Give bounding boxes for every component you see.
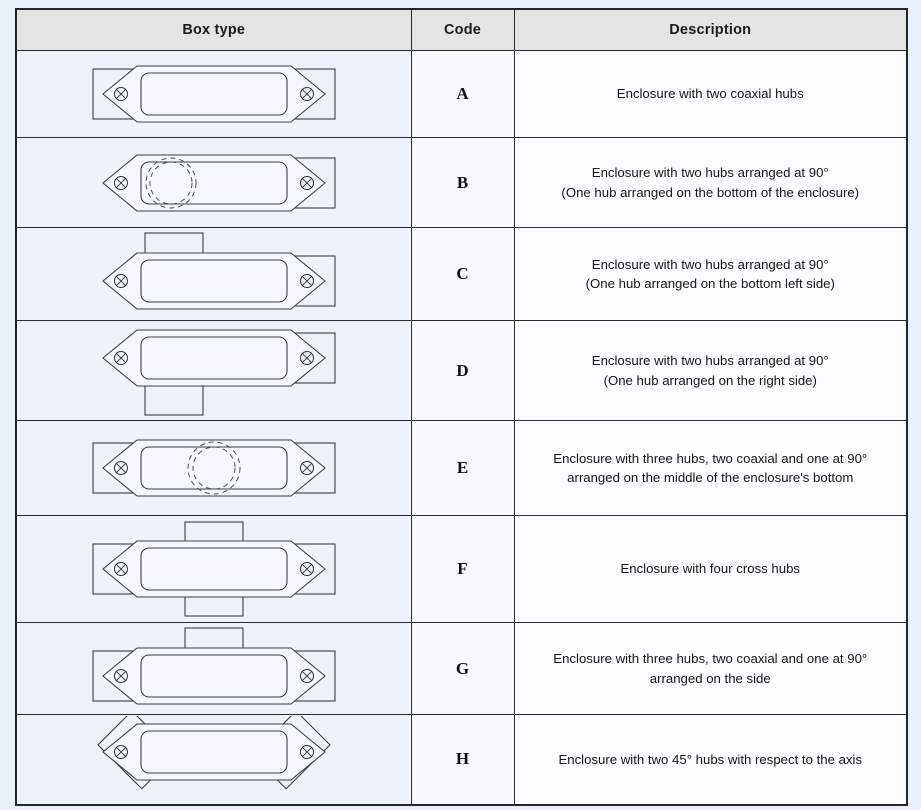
description-line: arranged on the side <box>649 670 771 686</box>
description-cell: Enclosure with two 45° hubs with respect… <box>513 714 908 805</box>
box-drawing-cell-b <box>15 137 412 228</box>
description-line: Enclosure with two hubs arranged at 90° <box>591 353 829 369</box>
table-row: F Enclosure with four cross hubs <box>15 515 908 623</box>
table-header: Box type Code Description <box>15 8 908 51</box>
description-cell: Enclosure with two hubs arranged at 90° … <box>513 137 908 228</box>
description-line: Enclosure with two hubs arranged at 90° <box>591 256 829 272</box>
box-type-specification-table: Box type Code Description <box>15 8 908 806</box>
table-row: H Enclosure with two 45° hubs with respe… <box>15 714 908 805</box>
description-line: Enclosure with two coaxial hubs <box>616 86 804 102</box>
box-drawing-cell-f <box>15 515 412 623</box>
table-row: A Enclosure with two coaxial hubs <box>15 50 908 138</box>
description-cell: Enclosure with three hubs, two coaxial a… <box>513 420 908 516</box>
table-row: E Enclosure with three hubs, two coaxial… <box>15 420 908 516</box>
enclosure-three-hubs-center-dashed-icon <box>17 421 411 515</box>
description-line: Enclosure with four cross hubs <box>620 561 801 577</box>
enclosure-hub-bottom-left-solid-icon <box>17 321 411 420</box>
box-drawing-cell-a <box>15 50 412 138</box>
code-cell: C <box>410 227 515 321</box>
description-cell: Enclosure with four cross hubs <box>513 515 908 623</box>
box-drawing-cell-h <box>15 714 412 805</box>
table-body: A Enclosure with two coaxial hubs <box>15 50 908 805</box>
box-drawing-cell-e <box>15 420 412 516</box>
column-header-description: Description <box>513 8 908 51</box>
column-header-code: Code <box>410 8 515 51</box>
enclosure-four-cross-hubs-icon <box>17 516 411 622</box>
code-cell: H <box>410 714 515 805</box>
code-cell: F <box>410 515 515 623</box>
box-drawing-cell-c <box>15 227 412 321</box>
enclosure-two-45deg-hubs-icon <box>17 715 411 804</box>
description-line: (One hub arranged on the right side) <box>603 372 817 388</box>
description-line: Enclosure with three hubs, two coaxial a… <box>553 651 868 667</box>
table-row: B Enclosure with two hubs arranged at 90… <box>15 137 908 228</box>
column-header-box-type: Box type <box>15 8 412 51</box>
code-cell: B <box>410 137 515 228</box>
table-row: D Enclosure with two hubs arranged at 90… <box>15 320 908 421</box>
table-row: G Enclosure with three hubs, two coaxial… <box>15 622 908 715</box>
description-cell: Enclosure with two hubs arranged at 90° … <box>513 320 908 421</box>
enclosure-three-hubs-top-center-icon <box>17 623 411 714</box>
box-drawing-cell-g <box>15 622 412 715</box>
description-line: Enclosure with two 45° hubs with respect… <box>558 751 863 767</box>
box-drawing-cell-d <box>15 320 412 421</box>
description-cell: Enclosure with three hubs, two coaxial a… <box>513 622 908 715</box>
description-line: Enclosure with three hubs, two coaxial a… <box>553 450 868 466</box>
code-cell: A <box>410 50 515 138</box>
description-line: Enclosure with two hubs arranged at 90° <box>591 165 829 181</box>
table-header-row: Box type Code Description <box>15 8 908 51</box>
description-cell: Enclosure with two hubs arranged at 90° … <box>513 227 908 321</box>
description-line: (One hub arranged on the bottom of the e… <box>561 184 860 200</box>
description-line: (One hub arranged on the bottom left sid… <box>585 276 835 291</box>
code-cell: E <box>410 420 515 516</box>
code-cell: D <box>410 320 515 421</box>
enclosure-hub-bottom-left-dashed-icon <box>17 138 411 227</box>
code-cell: G <box>410 622 515 715</box>
table-row: C Enclosure with two hubs arranged at 90… <box>15 227 908 321</box>
description-line: arranged on the middle of the enclosure'… <box>567 470 854 485</box>
enclosure-hub-top-left-icon <box>17 228 411 320</box>
enclosure-two-coaxial-hubs-icon <box>17 51 411 137</box>
description-cell: Enclosure with two coaxial hubs <box>513 50 908 138</box>
